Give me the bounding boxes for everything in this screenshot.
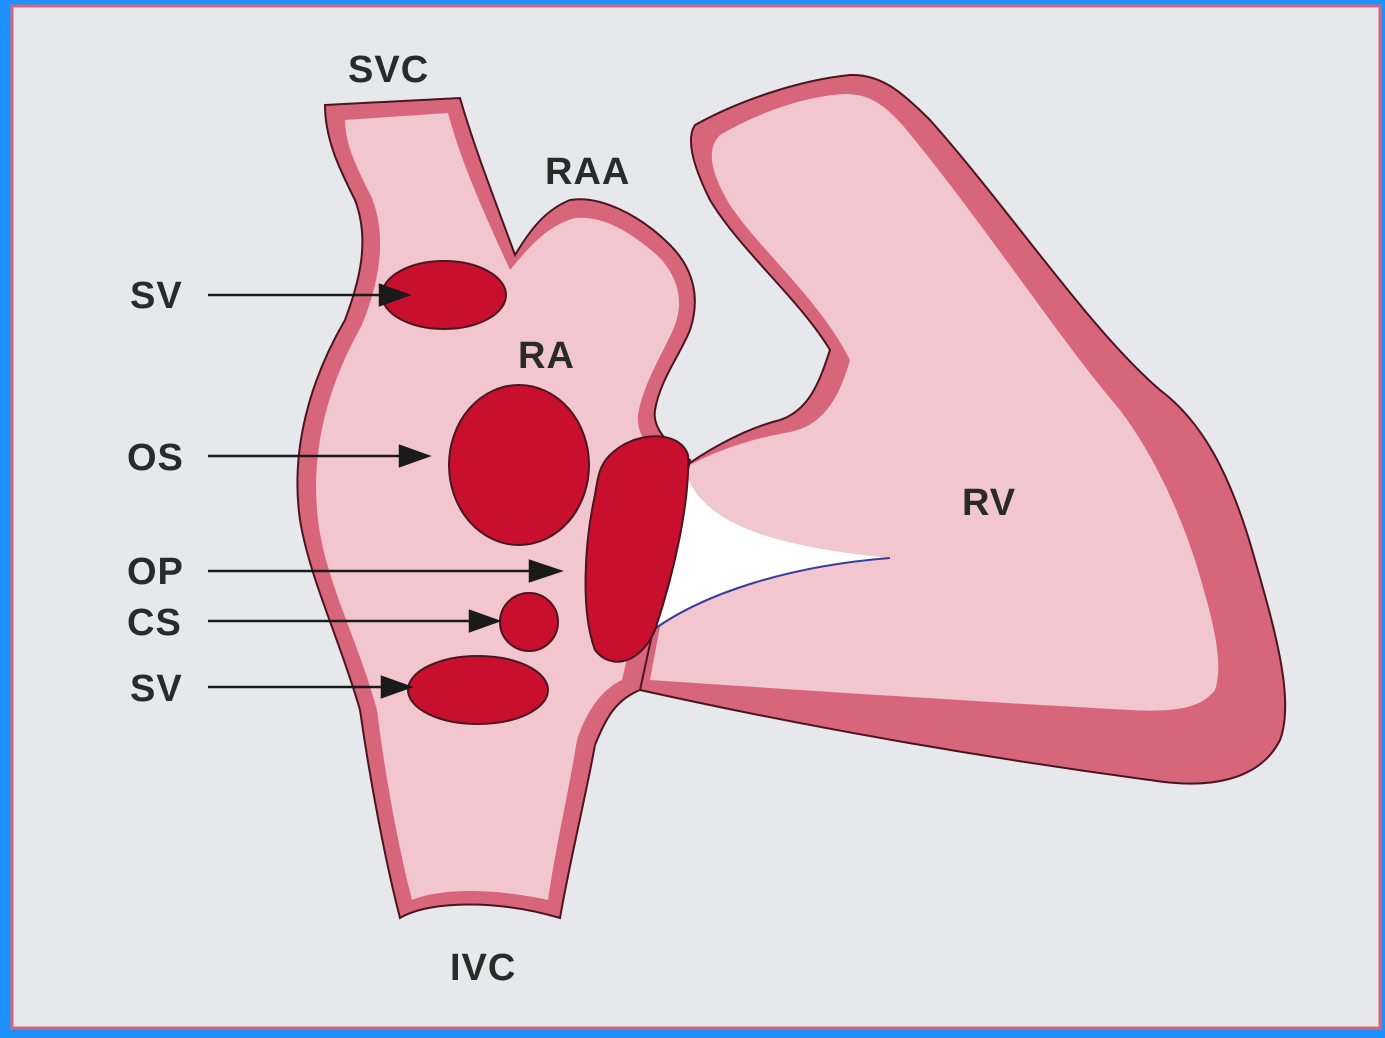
label-svc: SVC: [348, 49, 429, 91]
sinus-venosus-bottom: [408, 656, 548, 724]
ostium-secundum: [449, 385, 589, 545]
label-rv: RV: [962, 482, 1016, 524]
coronary-sinus: [500, 593, 558, 651]
label-op: OP: [127, 551, 184, 593]
label-sv-top: SV: [130, 275, 183, 317]
label-ivc: IVC: [450, 947, 516, 989]
label-raa: RAA: [545, 151, 630, 193]
label-sv-bottom: SV: [130, 668, 183, 710]
label-os: OS: [127, 437, 184, 479]
label-ra: RA: [518, 335, 575, 377]
label-cs: CS: [127, 602, 182, 644]
